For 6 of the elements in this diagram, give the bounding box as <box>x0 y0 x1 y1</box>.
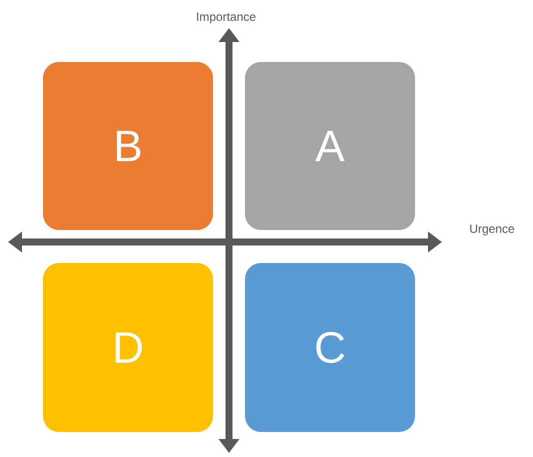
quadrant-box: D <box>43 262 213 432</box>
quadrant-box: C <box>245 262 415 432</box>
axis-label: Importance <box>197 12 256 24</box>
axis-label: Urgence <box>470 224 514 236</box>
quadrant-box: A <box>245 62 415 230</box>
quadrant-box: B <box>43 62 213 230</box>
